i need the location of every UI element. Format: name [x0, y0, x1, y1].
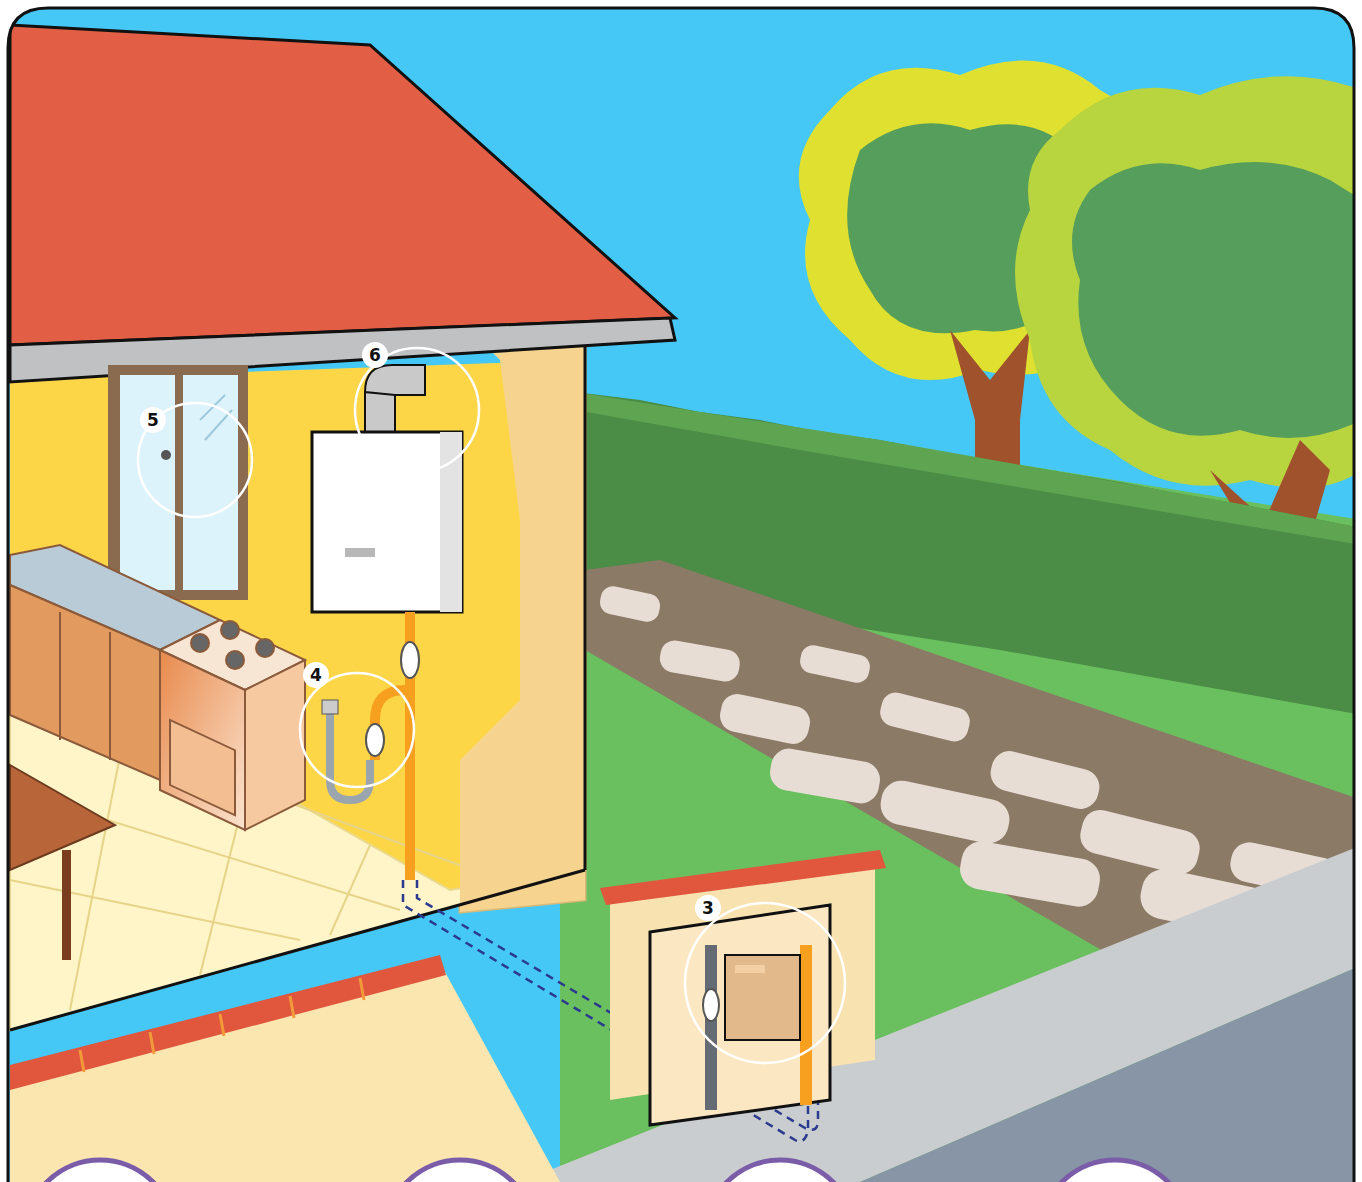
- wall-coping: [80, 978, 364, 1072]
- callout-number: 4: [303, 662, 329, 688]
- table: [10, 765, 115, 960]
- callout-circle: [138, 348, 845, 1063]
- callout-number: 3: [695, 895, 721, 921]
- frame: [8, 8, 1354, 1182]
- roof: [10, 25, 675, 345]
- meter-cabinet: [600, 850, 886, 1125]
- sidewalk: [520, 845, 1362, 1182]
- gas-pipe: [322, 612, 419, 880]
- path-stones: [598, 584, 1343, 945]
- callout-number: 6: [362, 342, 388, 368]
- wall-coping: [10, 955, 446, 1090]
- wall-section: [460, 340, 585, 912]
- road: [860, 965, 1362, 1182]
- gas-cooker: [160, 620, 305, 830]
- window: [108, 365, 248, 600]
- callout-number: 5: [140, 407, 166, 433]
- hedge-top: [575, 392, 1362, 545]
- gas-boiler: [312, 365, 462, 612]
- detail-circle: [25, 1160, 1190, 1182]
- interior-wall: [10, 360, 585, 1030]
